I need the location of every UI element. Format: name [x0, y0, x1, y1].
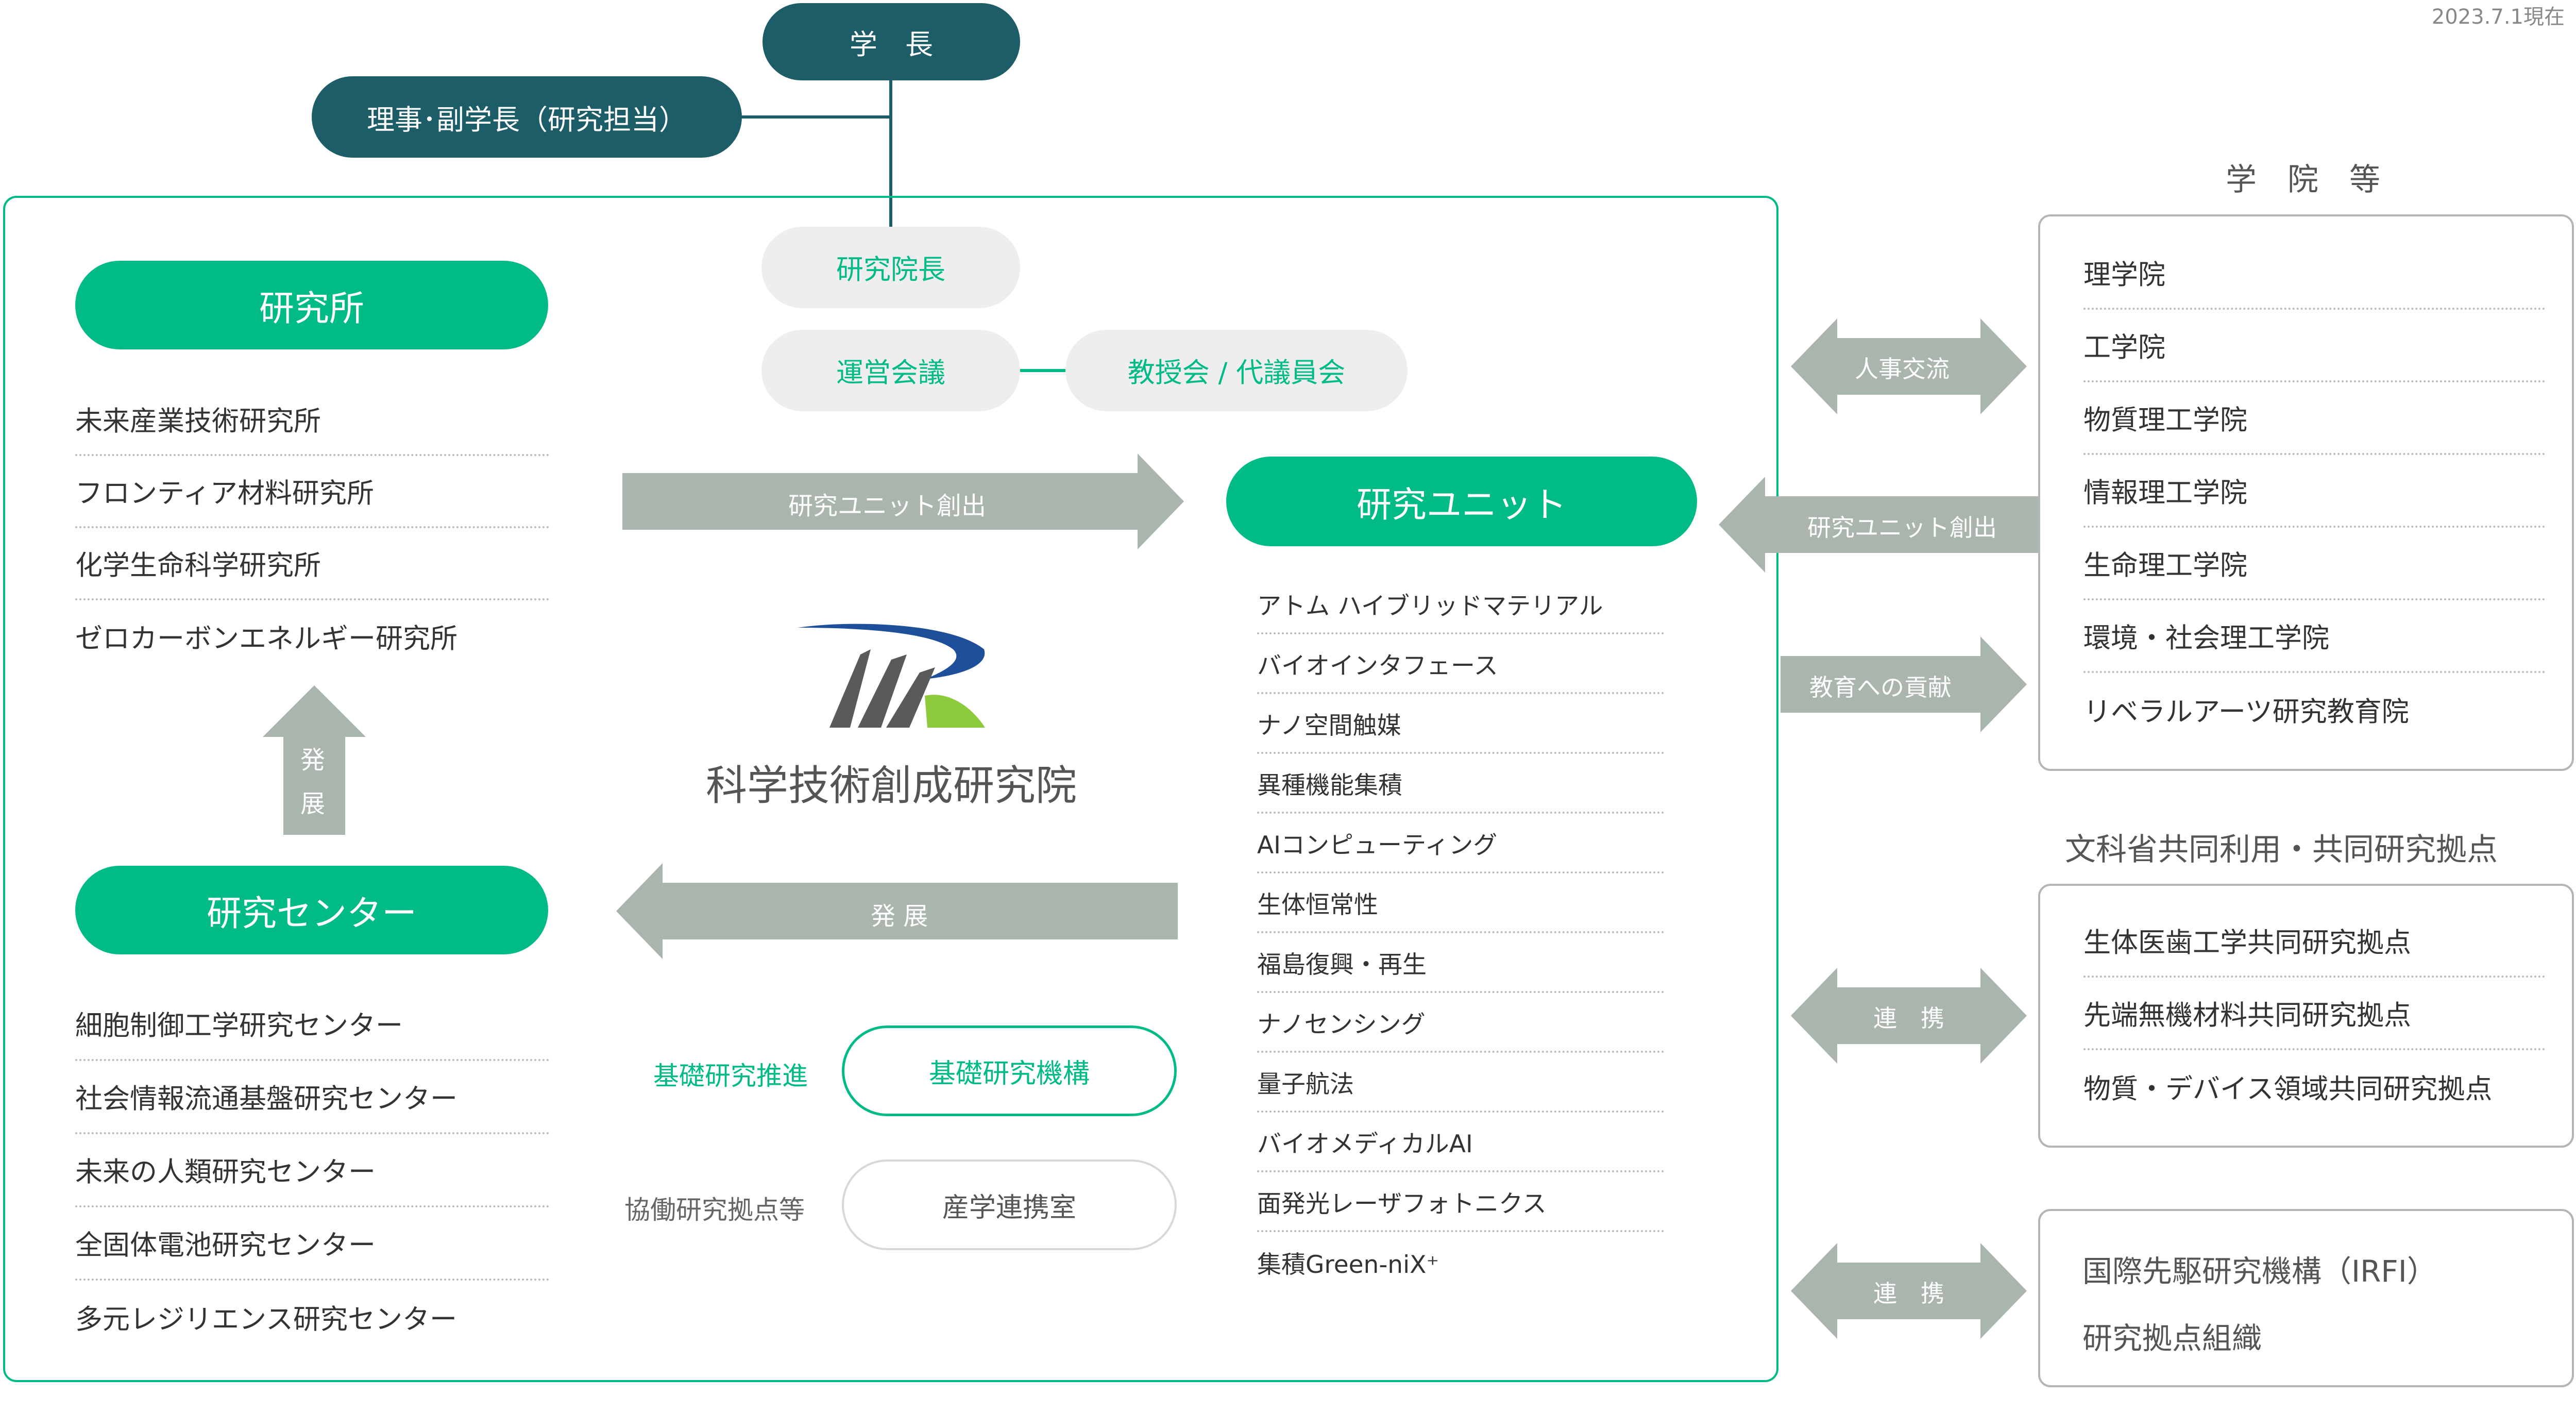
unit-item[interactable]: 生体恒常性: [1257, 873, 1664, 933]
collab-label: 協働研究拠点等: [624, 1195, 805, 1225]
units-title: 研究ユニット: [1356, 484, 1567, 526]
basic-research-org[interactable]: 基礎研究機構: [842, 1026, 1177, 1116]
collab-label-1: 連 携: [1873, 1004, 1944, 1032]
faculty-meeting-label: 教授会 / 代議員会: [1127, 357, 1346, 389]
center-item[interactable]: 細胞制御工学研究センター: [75, 988, 549, 1061]
industry-office-label: 産学連携室: [942, 1192, 1076, 1223]
unit-item[interactable]: バイオメディカルAI: [1257, 1113, 1664, 1172]
council-connector: [1020, 369, 1066, 372]
institute-item[interactable]: 未来産業技術研究所: [75, 384, 549, 456]
create-unit-arrow: [622, 453, 1184, 549]
develop-left-arrow: [616, 863, 1178, 959]
school-item[interactable]: 環境・社会理工学院: [2083, 600, 2545, 673]
collab-arrow-1: [1791, 968, 2027, 1064]
unit-item[interactable]: 集積Green-niX⁺: [1257, 1250, 1439, 1279]
institute-item[interactable]: 化学生命科学研究所: [75, 528, 549, 600]
schools-box: [2038, 214, 2574, 771]
center-item[interactable]: 未来の人類研究センター: [75, 1134, 549, 1207]
center-item[interactable]: 社会情報流通基盤研究センター: [75, 1061, 549, 1134]
council-label: 運営会議: [836, 357, 945, 389]
collab-arrow-2: [1791, 1243, 2027, 1339]
basic-research-org-label: 基礎研究機構: [928, 1058, 1090, 1089]
unit-item[interactable]: アトム ハイブリッドマテリアル: [1257, 575, 1664, 634]
personnel-exchange-label: 人事交流: [1855, 355, 1950, 383]
connector-horizontal: [741, 115, 891, 119]
school-item[interactable]: 理学院: [2083, 237, 2545, 310]
joint-item[interactable]: 先端無機材料共同研究拠点: [2083, 978, 2545, 1050]
unit-item[interactable]: AIコンピューティング: [1257, 814, 1664, 873]
institute-frame: [3, 196, 1778, 1382]
connector-vertical: [889, 80, 892, 228]
units-header[interactable]: 研究ユニット: [1226, 457, 1697, 546]
institutes-header[interactable]: 研究所: [75, 261, 548, 349]
faculty-meeting-node[interactable]: 教授会 / 代議員会: [1065, 330, 1408, 411]
collab-label-2: 連 携: [1873, 1280, 1944, 1307]
unit-item[interactable]: ナノ空間触媒: [1257, 694, 1664, 754]
irfi-box: [2038, 1209, 2574, 1387]
schools-title: 学 院 等: [2226, 162, 2380, 198]
joint-item[interactable]: 生体医歯工学共同研究拠点: [2083, 905, 2545, 978]
right-create-unit-arrow: [1719, 477, 2040, 573]
personnel-exchange-arrow: [1791, 318, 2027, 414]
president-label: 学 長: [850, 28, 933, 61]
industry-office[interactable]: 産学連携室: [842, 1159, 1177, 1250]
institute-item[interactable]: フロンティア材料研究所: [75, 456, 549, 528]
vice-president-node[interactable]: 理事･副学長（研究担当）: [312, 76, 742, 158]
joint-title: 文科省共同利用・共同研究拠点: [2065, 832, 2498, 868]
unit-item[interactable]: ナノセンシング: [1257, 993, 1664, 1053]
basic-research-label: 基礎研究推進: [653, 1061, 808, 1091]
unit-item[interactable]: 面発光レーザフォトニクス: [1257, 1172, 1664, 1232]
centers-header[interactable]: 研究センター: [75, 866, 548, 954]
unit-item[interactable]: 福島復興・再生: [1257, 933, 1664, 993]
education-label: 教育への貢献: [1809, 674, 1952, 701]
develop-up-label-2: 展: [300, 789, 326, 818]
unit-item[interactable]: 量子航法: [1257, 1053, 1664, 1113]
joint-item[interactable]: 物質・デバイス領域共同研究拠点: [2083, 1073, 2493, 1105]
vice-president-label: 理事･副学長（研究担当）: [367, 103, 687, 136]
center-item[interactable]: 全固体電池研究センター: [75, 1207, 549, 1281]
dean-node[interactable]: 研究院長: [761, 227, 1020, 308]
develop-up-arrow: [263, 685, 366, 835]
develop-up-label-1: 発: [300, 746, 326, 775]
institute-logo: [798, 624, 985, 728]
school-item[interactable]: 工学院: [2083, 310, 2545, 382]
joint-box: [2038, 884, 2574, 1148]
president-node[interactable]: 学 長: [762, 3, 1020, 80]
date-note: 2023.7.1現在: [2431, 5, 2565, 29]
irfi-item[interactable]: 研究拠点組織: [2082, 1321, 2262, 1356]
right-create-unit-label: 研究ユニット創出: [1807, 514, 1997, 542]
create-unit-arrow-label: 研究ユニット創出: [788, 492, 987, 520]
institute-name: 科学技術創成研究院: [706, 762, 1077, 810]
centers-title: 研究センター: [206, 893, 417, 934]
school-item[interactable]: 生命理工学院: [2083, 528, 2545, 600]
council-node[interactable]: 運営会議: [761, 330, 1020, 411]
dean-label: 研究院長: [836, 254, 945, 285]
irfi-item[interactable]: 国際先駆研究機構（IRFI）: [2082, 1254, 2437, 1289]
school-item[interactable]: リベラルアーツ研究教育院: [2083, 696, 2409, 728]
education-arrow: [1781, 636, 2027, 732]
school-item[interactable]: 物質理工学院: [2083, 382, 2545, 455]
institute-item[interactable]: ゼロカーボンエネルギー研究所: [75, 623, 457, 654]
unit-item[interactable]: 異種機能集積: [1257, 754, 1664, 814]
center-item[interactable]: 多元レジリエンス研究センター: [75, 1304, 457, 1335]
school-item[interactable]: 情報理工学院: [2083, 455, 2545, 528]
develop-left-label: 発 展: [871, 902, 928, 931]
unit-item[interactable]: バイオインタフェース: [1257, 634, 1664, 694]
institutes-title: 研究所: [259, 288, 364, 329]
